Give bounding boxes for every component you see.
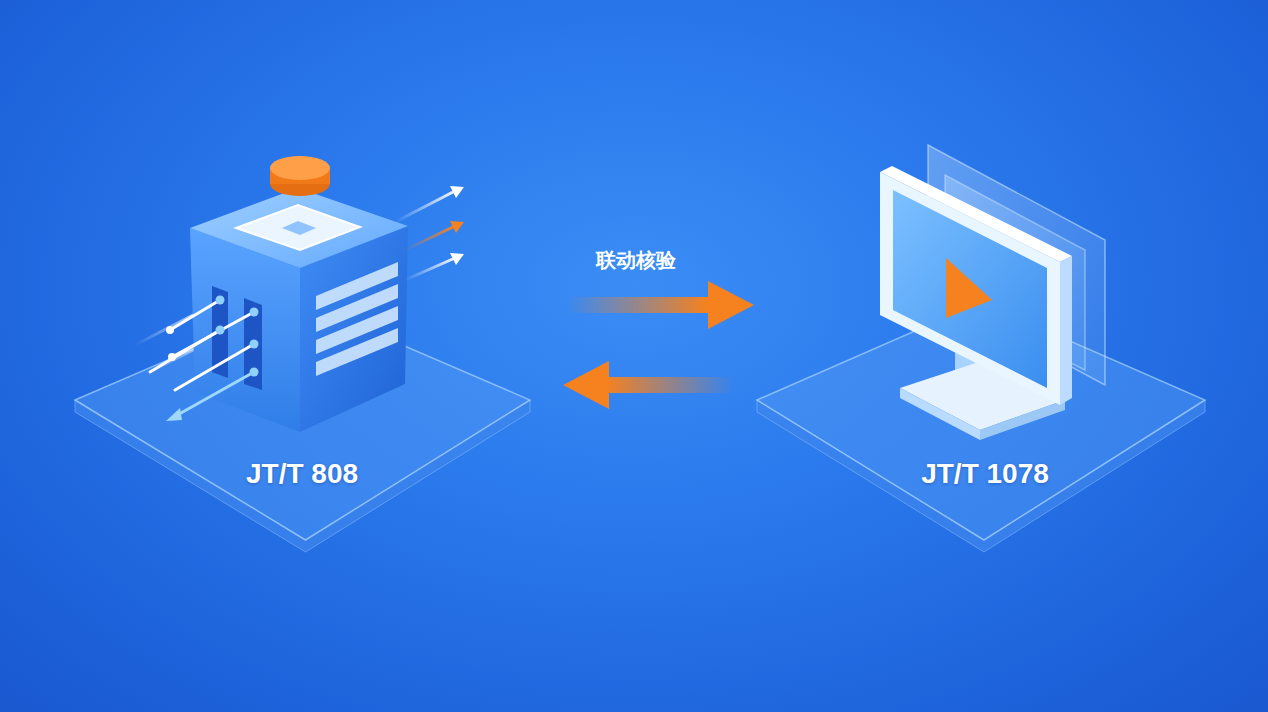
platform-slab (752, 290, 1210, 560)
platform-label: JT/T 1078 (921, 458, 1049, 490)
platform-node: JT/T 808 (70, 290, 535, 560)
sync-arrow (567, 281, 754, 329)
platform-label: JT/T 808 (246, 458, 358, 490)
platform-slab (70, 290, 535, 560)
arrow-label: 联动核验 (596, 247, 676, 274)
monitor-icon (880, 145, 1105, 440)
sync-arrow (563, 361, 735, 409)
server-cube (135, 156, 464, 432)
platform-node: JT/T 1078 (752, 290, 1210, 560)
